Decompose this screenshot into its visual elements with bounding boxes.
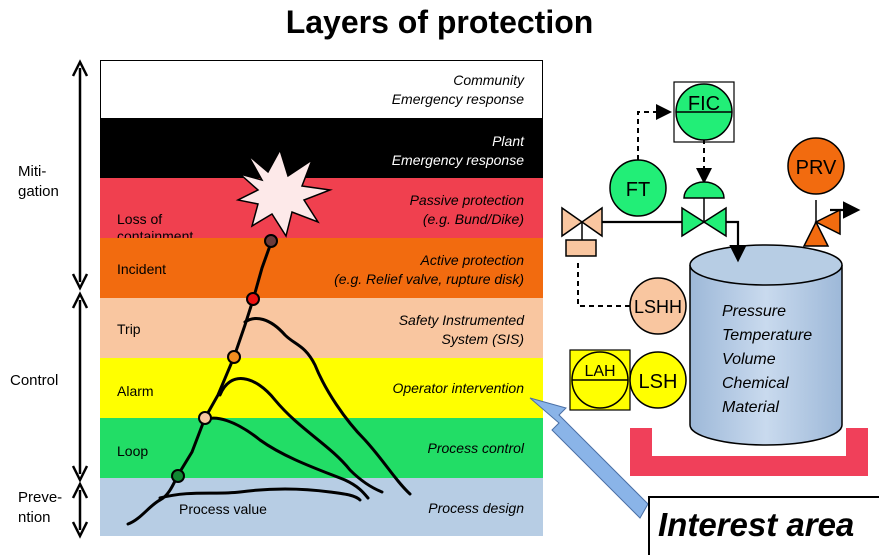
layer-band: Process design Process value (100, 478, 543, 536)
ft-bubble (609, 159, 667, 217)
vessel-text-line: Temperature (722, 327, 812, 344)
vessel-text-line: Chemical (722, 375, 789, 392)
marker-trip (227, 350, 241, 364)
bund-floor (630, 456, 868, 476)
layer-label: Alarm (117, 383, 154, 399)
layer-description: Process control (427, 440, 524, 456)
process-trace-loop (203, 416, 370, 500)
marker-incident (246, 292, 260, 306)
prv-bubble (787, 137, 845, 195)
layer-band: Plant Emergency response (100, 119, 543, 178)
vessel-text-line: Volume (722, 351, 776, 368)
lsh-label: LSH (639, 371, 678, 393)
ft-label: FT (626, 179, 650, 201)
prevention-label: Preve- ntion (18, 489, 63, 526)
process-trace-main (126, 238, 274, 526)
marker-process-control (171, 469, 185, 483)
interest-area-label: Interest area (658, 506, 855, 543)
prv-valve-icon (802, 200, 841, 247)
lah-label: LAH (584, 363, 615, 380)
lshh-to-shutdown-signal (577, 262, 630, 307)
lshh-label: LSHH (634, 297, 682, 317)
layer-band: Safety Instrumented System (SIS) Trip (100, 298, 543, 358)
ft-to-fic-signal (637, 104, 672, 178)
marker-alarm (198, 411, 212, 425)
layer-band: Process control Loop (100, 418, 543, 478)
process-value-curves (126, 238, 412, 526)
control-label: Control (10, 372, 59, 389)
interest-pointer-arrow (529, 397, 649, 519)
process-trace-trip (243, 317, 412, 496)
inlet-pipe (598, 220, 747, 263)
layer-description: Safety Instrumented System (SIS) (398, 312, 524, 347)
layer-label: Loop (117, 443, 149, 459)
layer-band: Active protection (e.g. Relief valve, ru… (100, 238, 543, 298)
layer-description: Passive protection (e.g. Bund/Dike) (409, 192, 524, 227)
layer-label: Incident (117, 261, 167, 277)
marker-loss-containment (264, 234, 278, 248)
fic-box (673, 81, 735, 143)
vessel-text-line: Pressure (722, 303, 786, 320)
vessel-text-line: Material (722, 399, 779, 416)
layer-description: Process design (428, 500, 524, 516)
mitigation-bracket-arrow (71, 59, 89, 291)
layer-label: Process value (179, 501, 267, 517)
layer-description: Community Emergency response (391, 72, 524, 107)
shutdown-valve-icon (561, 206, 603, 257)
layer-label: Trip (117, 321, 141, 337)
page-title: Layers of protection (285, 4, 594, 40)
layer-description: Plant Emergency response (391, 133, 524, 168)
control-bracket-arrow (71, 291, 89, 483)
process-trace-alarm (218, 377, 384, 494)
prv-label: PRV (796, 157, 837, 179)
lsh-bubble (629, 351, 687, 409)
mitigation-label: Miti- gation (18, 163, 59, 200)
fic-label: FIC (688, 93, 720, 115)
lshh-bubble (629, 277, 687, 335)
layer-band: Passive protection (e.g. Bund/Dike)Loss … (100, 178, 543, 244)
explosion-icon (235, 148, 333, 238)
interest-area-box: Interest area (648, 496, 879, 555)
control-valve-icon (681, 181, 727, 238)
layer-description: Operator intervention (392, 380, 524, 396)
process-trace-flat (158, 487, 362, 502)
layer-band: Operator intervention Alarm (100, 358, 543, 418)
vessel-icon (689, 244, 843, 446)
prevention-bracket-arrow (71, 481, 89, 539)
layer-band: Community Emergency response (100, 60, 543, 119)
layer-description: Active protection (e.g. Relief valve, ru… (334, 252, 524, 287)
